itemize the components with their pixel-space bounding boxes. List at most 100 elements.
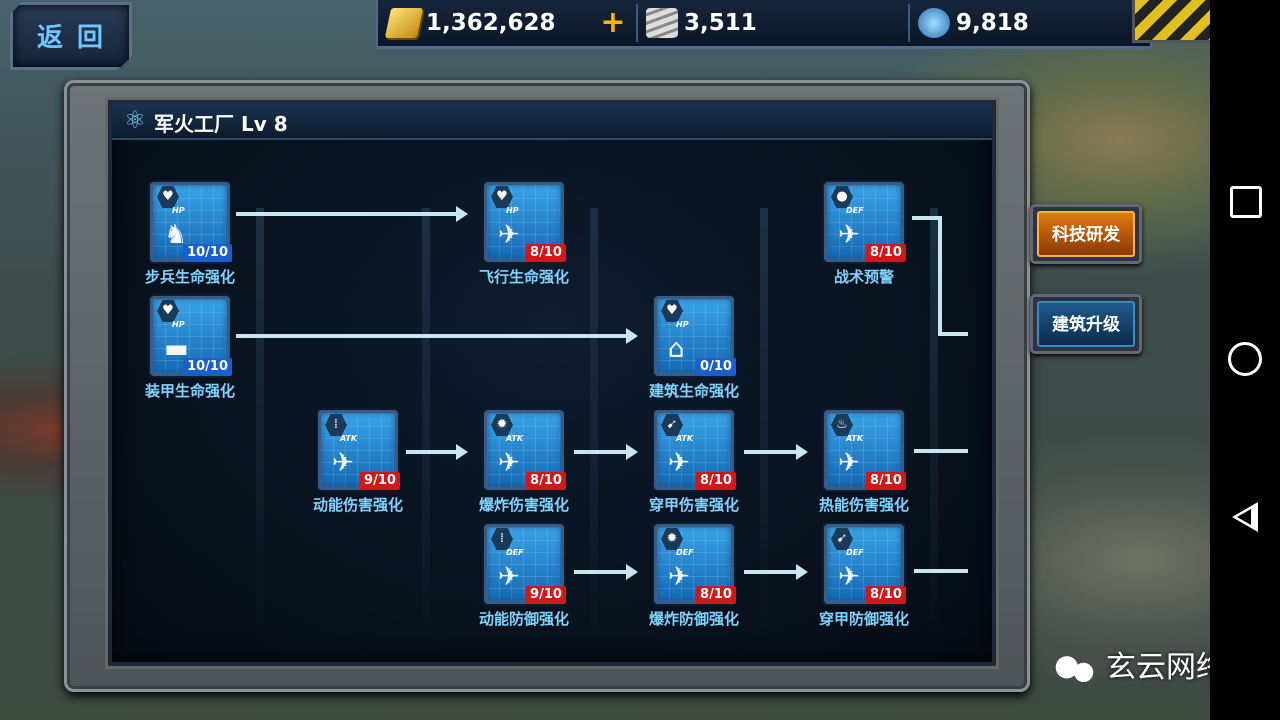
infantry-icon: ♞ bbox=[164, 220, 188, 250]
explosion-icon: ✹ bbox=[661, 528, 683, 550]
tech-node-building-hp[interactable]: ♥ HP ⌂ 0/10 建筑生命强化 bbox=[649, 296, 739, 400]
tech-research-button[interactable]: 科技研发 bbox=[1030, 204, 1142, 264]
tech-node-pierce-atk[interactable]: ➹ ATK ✈ 8/10 穿甲伤害强化 bbox=[649, 410, 739, 514]
heart-icon: ♥ bbox=[491, 186, 513, 208]
units-icon: ✈ bbox=[838, 562, 860, 592]
units-icon: ✈ bbox=[668, 448, 690, 478]
tech-node-air-hp[interactable]: ♥ HP ✈ 8/10 飞行生命强化 bbox=[479, 182, 569, 286]
helicopter-icon: ✈ bbox=[498, 220, 520, 250]
bullets-icon: ⁞ bbox=[325, 414, 347, 436]
connector-line bbox=[914, 449, 968, 453]
progress-badge: 8/10 bbox=[526, 472, 566, 490]
tech-node-infantry-hp[interactable]: ♥ HP ♞ 10/10 步兵生命强化 bbox=[145, 182, 235, 286]
panel-title: 军火工厂 Lv 8 bbox=[154, 112, 288, 136]
node-label: 穿甲防御强化 bbox=[818, 610, 909, 628]
explosion-icon: ✹ bbox=[491, 414, 513, 436]
bullets-icon: ⁞ bbox=[491, 528, 513, 550]
home-button[interactable] bbox=[1226, 340, 1264, 378]
connector-arrow bbox=[744, 564, 808, 580]
resource-bar: 1,362,628 + 3,511 9,818 bbox=[376, 0, 1152, 49]
units-icon: ✈ bbox=[838, 220, 860, 250]
column-marker bbox=[422, 208, 430, 638]
units-icon: ✈ bbox=[498, 562, 520, 592]
node-label: 穿甲伤害强化 bbox=[648, 496, 739, 514]
connector-arrow bbox=[406, 444, 468, 460]
node-label: 动能伤害强化 bbox=[312, 496, 403, 514]
connector-line bbox=[938, 216, 942, 336]
oil-resource: 9,818 bbox=[918, 6, 1118, 40]
column-marker bbox=[760, 208, 768, 638]
tech-node-pierce-def[interactable]: ➹ DEF ✈ 8/10 穿甲防御强化 bbox=[819, 524, 909, 628]
progress-badge: 8/10 bbox=[696, 472, 736, 490]
tech-node-kinetic-def[interactable]: ⁞ DEF ✈ 9/10 动能防御强化 bbox=[479, 524, 569, 628]
recent-apps-button[interactable] bbox=[1226, 182, 1264, 220]
nav-back-button[interactable] bbox=[1226, 498, 1264, 536]
node-label: 步兵生命强化 bbox=[144, 268, 235, 286]
divider bbox=[636, 4, 638, 42]
tech-node-thermal-atk[interactable]: ♨ ATK ✈ 8/10 热能伤害强化 bbox=[819, 410, 909, 514]
column-marker bbox=[256, 208, 264, 638]
progress-badge: 10/10 bbox=[183, 244, 232, 262]
connector-arrow bbox=[744, 444, 808, 460]
dots-icon: ● bbox=[831, 186, 853, 208]
steel-resource: 3,511 bbox=[646, 6, 866, 40]
progress-badge: 8/10 bbox=[866, 472, 906, 490]
node-label: 飞行生命强化 bbox=[478, 268, 569, 286]
connector-line bbox=[914, 569, 968, 573]
node-label: 装甲生命强化 bbox=[144, 382, 235, 400]
hazard-stripe-decoration bbox=[1132, 0, 1216, 43]
connector-arrow bbox=[574, 564, 638, 580]
units-icon: ✈ bbox=[668, 562, 690, 592]
back-button[interactable]: 返回 bbox=[10, 2, 132, 70]
atom-icon: ⚛ bbox=[124, 106, 146, 134]
pierce-icon: ➹ bbox=[831, 528, 853, 550]
progress-badge: 0/10 bbox=[696, 358, 736, 376]
node-label: 爆炸防御强化 bbox=[648, 610, 739, 628]
node-label: 动能防御强化 bbox=[478, 610, 569, 628]
pierce-icon: ➹ bbox=[661, 414, 683, 436]
connector-arrow bbox=[236, 206, 468, 222]
connector-arrow bbox=[574, 444, 638, 460]
tech-node-kinetic-atk[interactable]: ⁞ ATK ✈ 9/10 动能伤害强化 bbox=[313, 410, 403, 514]
divider bbox=[908, 4, 910, 42]
node-label: 热能伤害强化 bbox=[818, 496, 909, 514]
tech-node-explosive-def[interactable]: ✹ DEF ✈ 8/10 爆炸防御强化 bbox=[649, 524, 739, 628]
progress-badge: 8/10 bbox=[526, 244, 566, 262]
units-icon: ✈ bbox=[838, 448, 860, 478]
connector-arrow bbox=[236, 328, 638, 344]
connector-line bbox=[912, 216, 942, 220]
column-marker bbox=[930, 208, 938, 638]
progress-badge: 10/10 bbox=[183, 358, 232, 376]
tech-node-tactical-warning[interactable]: ● DEF ✈ 8/10 战术预警 bbox=[824, 182, 906, 286]
progress-badge: 9/10 bbox=[360, 472, 400, 490]
watermark: 玄云网络 bbox=[1050, 642, 1226, 686]
oil-crystal-icon bbox=[918, 8, 950, 38]
heart-icon: ♥ bbox=[661, 300, 683, 322]
progress-badge: 8/10 bbox=[696, 586, 736, 604]
tech-node-explosive-atk[interactable]: ✹ ATK ✈ 8/10 爆炸伤害强化 bbox=[479, 410, 569, 514]
gold-resource: 1,362,628 bbox=[384, 6, 588, 40]
building-icon: ⌂ bbox=[668, 334, 685, 364]
node-label: 爆炸伤害强化 bbox=[478, 496, 569, 514]
gold-bar-icon bbox=[384, 8, 424, 38]
heart-icon: ♥ bbox=[157, 186, 179, 208]
add-gold-button[interactable]: + bbox=[600, 5, 626, 40]
flame-icon: ♨ bbox=[831, 414, 853, 436]
tech-node-tile bbox=[318, 410, 398, 490]
tech-tree-panel: ⚛ 军火工厂 Lv 8 ♥ HP ♞ 10/10 步兵生命强化 bbox=[108, 100, 996, 666]
connector-line bbox=[938, 332, 968, 336]
progress-badge: 8/10 bbox=[866, 586, 906, 604]
column-marker bbox=[590, 208, 598, 638]
tech-panel-frame: ⚛ 军火工厂 Lv 8 ♥ HP ♞ 10/10 步兵生命强化 bbox=[64, 80, 1030, 692]
progress-badge: 9/10 bbox=[526, 586, 566, 604]
units-icon: ✈ bbox=[332, 448, 354, 478]
node-label: 战术预警 bbox=[833, 268, 894, 286]
progress-badge: 8/10 bbox=[866, 244, 906, 262]
node-label: 建筑生命强化 bbox=[648, 382, 739, 400]
units-icon: ✈ bbox=[498, 448, 520, 478]
steel-pipes-icon bbox=[646, 8, 678, 38]
wechat-icon bbox=[1050, 651, 1098, 686]
heart-icon: ♥ bbox=[157, 300, 179, 322]
building-upgrade-button[interactable]: 建筑升级 bbox=[1030, 294, 1142, 354]
tech-node-armor-hp[interactable]: ♥ HP ▬ 10/10 装甲生命强化 bbox=[145, 296, 235, 400]
